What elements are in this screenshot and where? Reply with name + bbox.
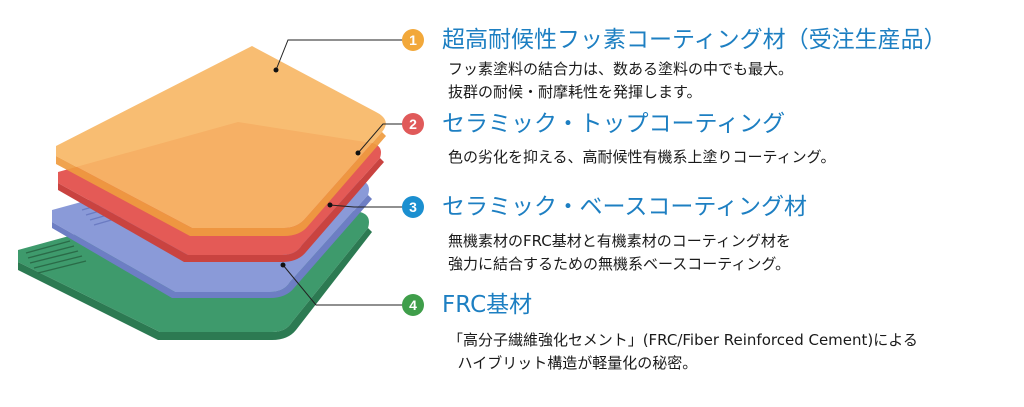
layer-fluorine-coating xyxy=(56,46,386,236)
leader-dot-4 xyxy=(280,262,286,268)
leader-line-1 xyxy=(275,39,412,71)
leader-dot-3 xyxy=(327,202,333,208)
item-description-line: 色の劣化を抑える、高耐候性有機系上塗りコーティング。 xyxy=(448,148,836,166)
item-title: セラミック・ベースコーティング材 xyxy=(442,194,808,220)
leader-dot-2 xyxy=(355,150,361,156)
item-title: セラミック・トップコーティング xyxy=(442,111,786,137)
leader-dots xyxy=(273,67,361,268)
item-description-line: 「高分子繊維強化セメント」(FRC/Fiber Reinforced Cemen… xyxy=(448,331,918,349)
item-title: FRC基材 xyxy=(442,292,533,318)
badge-3: 3 xyxy=(402,196,424,218)
leader-line-3 xyxy=(329,204,412,208)
badge-4: 4 xyxy=(402,294,424,316)
leader-line-4 xyxy=(282,264,412,306)
item-description-line: ハイブリット構造が軽量化の秘密。 xyxy=(448,354,698,372)
item-description-line: 強力に結合するための無機系ベースコーティング。 xyxy=(448,255,791,273)
badge-2: 2 xyxy=(402,113,424,135)
item-description-line: 抜群の耐候・耐摩耗性を発揮します。 xyxy=(448,83,702,101)
badge-1: 1 xyxy=(402,29,424,51)
item-description-line: 無機素材のFRC基材と有機素材のコーティング材を xyxy=(448,232,791,250)
item-description-line: フッ素塗料の結合力は、数ある塗料の中でも最大。 xyxy=(448,60,794,78)
item-title: 超高耐候性フッ素コーティング材（受注生産品） xyxy=(442,27,947,53)
leader-dot-1 xyxy=(273,67,279,73)
